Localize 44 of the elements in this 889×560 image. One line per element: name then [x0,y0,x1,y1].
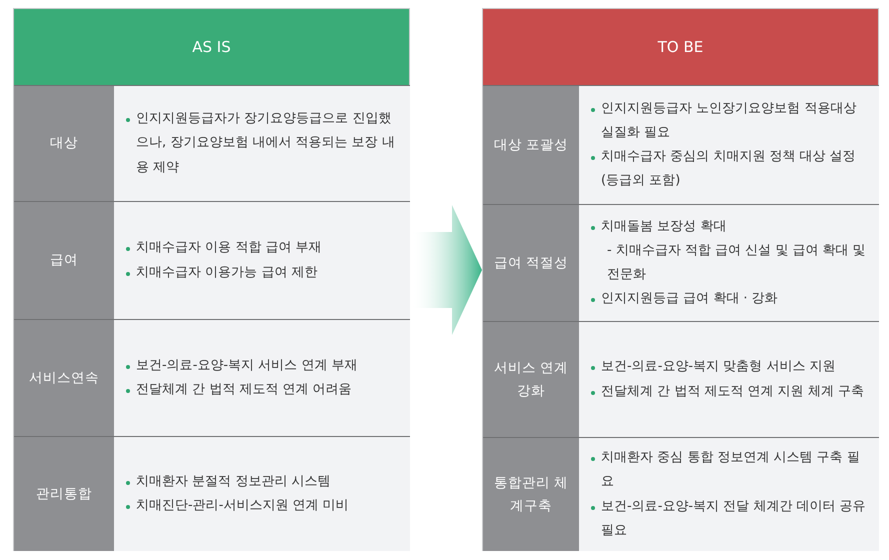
table-panel [482,8,879,551]
category-cell [483,204,579,321]
category-label: 대상 포괄성 [494,136,568,155]
bullet-item-text: 보건-의료-요양-복지 서비스 연계 부재 [126,354,400,378]
bullet-item-text: 치매수급자 중심의 치매지원 정책 대상 설정 (등급외 포함) [591,145,869,194]
content-cell [579,437,879,551]
category-cell [483,85,579,204]
category-cell [483,437,579,551]
sub-item-text: - 치매수급자 적합 급여 신설 및 급여 확대 및 전문화 [606,242,867,284]
category-label: 서비스연속 [29,368,99,388]
bullet-item-text: 인지지원등급 급여 확대 · 강화 [591,287,869,312]
bullet-item-text: 치매수급자 이용 적합 급여 부재 [126,236,400,260]
bullet-item-text: 치매환자 분절적 정보관리 시스템 [126,470,400,494]
bullet-item-text: 치매수급자 이용가능 급여 제한 [126,260,400,285]
category-cell [14,201,114,319]
bullet-item-text: 전달체계 간 법적 제도적 연계 어려움 [126,378,400,402]
bullet-item-text: 인지지원등급자가 장기요양등급으로 진입했으나, 장기요양보험 내에서 적용되는 보장 내용 제약 [126,107,400,180]
bullet-item-text: 전달체계 간 법적 제도적 연계 지원 체계 구축 [591,380,869,404]
column-header: AS IS [14,9,409,85]
bullet-item-text: 치매진단-관리-서비스지원 연계 미비 [126,494,400,518]
category-label: 서비스 연계강화 [493,358,569,400]
category-cell [14,85,114,201]
content-cell [114,201,410,319]
bullet-item-text: 보건-의료-요양-복지 전달 체계간 데이터 공유 필요 [591,494,869,543]
content-cell [579,204,879,321]
category-label: 대상 [50,134,78,154]
bullet-item-text: 보건-의료-요양-복지 맞춤형 서비스 지원 [591,355,869,380]
content-cell [114,319,410,436]
category-cell [483,321,579,437]
content-cell [114,85,410,201]
category-cell [14,436,114,551]
bullet-item-text: 인지지원등급자 노인장기요양보험 적용대상 실질화 필요 [591,96,869,145]
category-label: 급여 적절성 [494,254,568,273]
category-cell [14,319,114,436]
table-panel [13,8,410,551]
column-header: TO BE [483,9,878,85]
content-cell [579,85,879,204]
bullet-item-text: 치매돌봄 보장성 확대 [591,214,869,239]
content-cell [579,321,879,437]
category-label: 급여 [50,251,78,270]
bullet-item-text: 치매환자 중심 통합 정보연계 시스템 구축 필요 [591,446,869,494]
category-label: 통합관리 체계구축 [493,474,569,516]
category-label: 관리통합 [36,484,92,504]
content-cell [114,436,410,551]
